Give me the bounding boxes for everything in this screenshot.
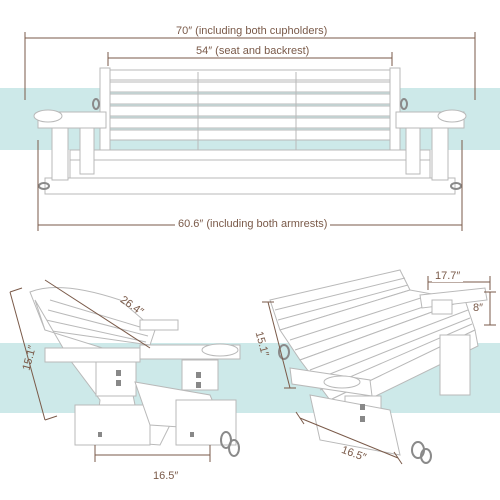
depth-right-label: 16.5″ — [339, 444, 368, 464]
cupholder-width-label: 17.7″ — [432, 270, 464, 282]
seat-backrest-width-label: 54″ (seat and backrest) — [193, 45, 313, 57]
background-band-bottom — [0, 343, 500, 413]
overall-width-label: 70″ (including both cupholders) — [173, 25, 331, 37]
depth-left-label: 16.5″ — [150, 470, 182, 482]
cupholder-height-label: 8″ — [473, 302, 484, 314]
swing-front-view — [24, 32, 476, 231]
armrest-width-label: 60.6″ (including both armrests) — [175, 218, 331, 230]
diagonal-label: 26.4″ — [117, 293, 146, 319]
